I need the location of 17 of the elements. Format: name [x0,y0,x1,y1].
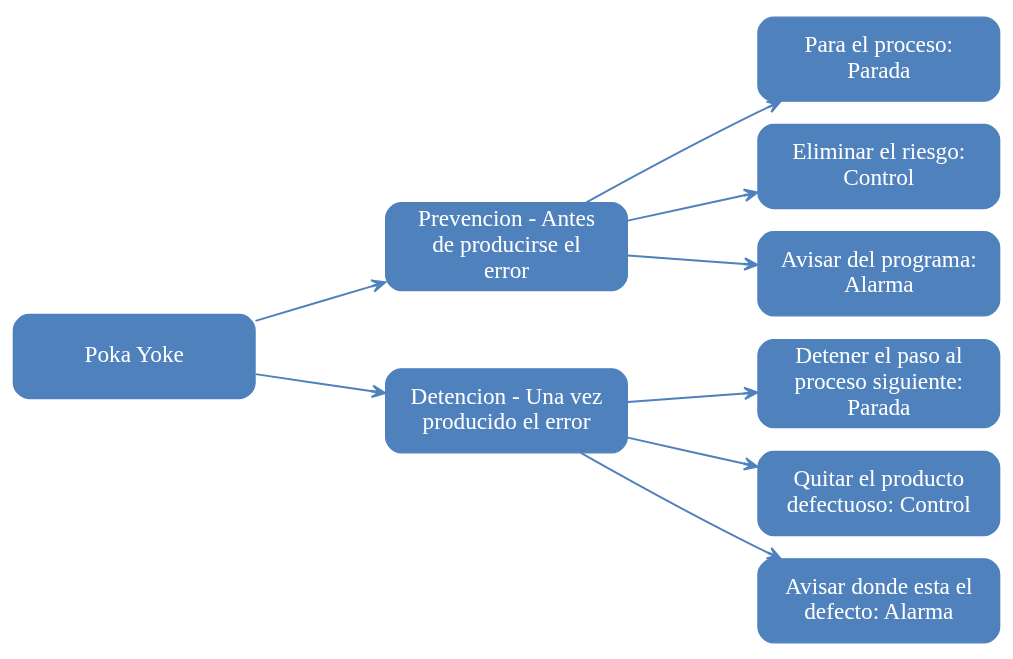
arrow [626,436,759,470]
arrow [626,188,759,222]
node-box: Avisar del programa: Alarma [757,230,1001,316]
node-box: Prevencion - Antes de producirse el error [385,201,628,291]
node-box: Avisar donde esta el defecto: Alarma [757,557,1001,643]
node-box: Detencion - Una vez producido el error [385,367,628,453]
arrow [254,278,387,322]
node-box: Para el proceso: Parada [757,16,1001,102]
node-box: Detener el paso al proceso siguiente: Parada [757,338,1001,428]
node-box: Eliminar el riesgo: Control [757,123,1001,209]
arrow [585,99,782,203]
arrow [626,253,759,271]
arrow [254,372,387,398]
node-box: Poka Yoke [12,313,256,399]
arrow [626,386,759,403]
node-box: Quitar el producto defectuoso: Control [757,450,1001,536]
arrow [579,451,782,560]
